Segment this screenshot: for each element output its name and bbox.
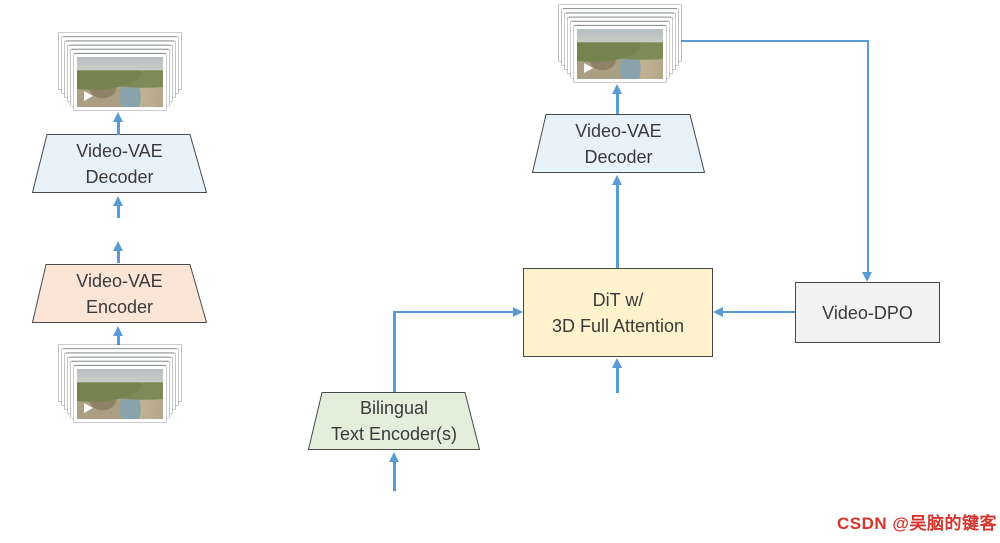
arrow-head (862, 272, 873, 282)
arrow-shaft (616, 366, 619, 393)
arrow-head (113, 112, 123, 122)
text-encoder-node: Bilingual Text Encoder(s) (308, 392, 480, 450)
arrow-head (113, 241, 123, 251)
arrow-head (612, 84, 622, 94)
dit-node: DiT w/ 3D Full Attention (523, 268, 713, 357)
arrow-shaft (393, 460, 396, 491)
video-thumbnail (74, 54, 166, 110)
left-decoder-shape (31, 134, 208, 193)
arrow-shaft (616, 92, 619, 114)
video-dpo-label: Video-DPO (822, 302, 913, 323)
arrow-head (113, 326, 123, 336)
video-dpo-node: Video-DPO (795, 282, 940, 343)
video-frames-input-left (57, 345, 181, 424)
arrow-head (389, 452, 399, 462)
arrow-head (113, 196, 123, 206)
right-decoder-label-line2: Decoder (584, 146, 653, 167)
arrow-shaft (117, 120, 120, 135)
play-icon (84, 403, 93, 413)
arrow-head (513, 306, 523, 317)
arrow-shaft (616, 183, 619, 268)
left-decoder-label-line2: Decoder (85, 166, 154, 187)
left-encoder-label-line1: Video-VAE (76, 270, 163, 291)
play-icon (84, 91, 93, 101)
left-decoder-node: Video-VAE Decoder (32, 134, 207, 193)
text-encoder-shape (307, 392, 481, 450)
left-encoder-shape (31, 264, 208, 323)
left-decoder-label-line1: Video-VAE (76, 140, 163, 161)
play-icon (584, 63, 593, 73)
video-frames-output-left (57, 33, 181, 112)
arrow-shaft (393, 311, 396, 392)
left-encoder-label-line2: Encoder (85, 296, 154, 317)
video-thumbnail (574, 26, 666, 82)
arrow-shaft (722, 310, 795, 314)
text-encoder-label-line2: Text Encoder(s) (330, 424, 458, 444)
right-decoder-node: Video-VAE Decoder (532, 114, 705, 173)
left-encoder-node: Video-VAE Encoder (32, 264, 207, 323)
arrow-shaft (117, 249, 120, 263)
video-thumbnail (74, 366, 166, 422)
dit-label-line1: DiT w/ (592, 289, 644, 310)
arrow-shaft (117, 334, 120, 346)
arrow-shaft (393, 310, 515, 314)
dit-label-line2: 3D Full Attention (551, 315, 685, 336)
right-decoder-shape (531, 114, 706, 173)
arrow-shaft (680, 39, 869, 43)
right-decoder-label-line1: Video-VAE (575, 120, 662, 141)
arrow-shaft (117, 204, 120, 218)
arrow-head (713, 306, 723, 317)
arrow-head (612, 175, 622, 185)
arrow-shaft (866, 39, 869, 273)
arrow-head (612, 358, 622, 368)
video-frames-output-right (557, 5, 681, 84)
csdn-watermark: CSDN @吴脑的键客 (837, 514, 997, 533)
text-encoder-label-line1: Bilingual (359, 398, 429, 418)
